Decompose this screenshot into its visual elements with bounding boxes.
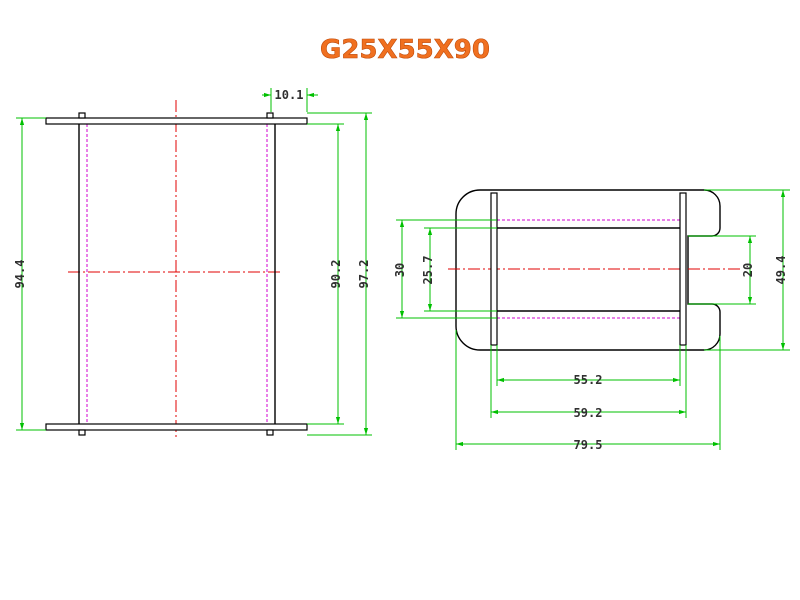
dim-label-79-5: 79.5 — [574, 438, 603, 452]
dim-side-flange-length: 59.2 — [490, 345, 687, 420]
dim-label-59-2: 59.2 — [574, 406, 603, 420]
front-bottom-left-pin — [78, 429, 86, 436]
dim-side-inner-length: 55.2 — [496, 345, 681, 387]
dim-label-10-1: 10.1 — [275, 88, 304, 102]
front-top-right-pin — [266, 112, 274, 119]
dim-label-25-7: 25.7 — [421, 256, 435, 285]
front-top-left-pin — [78, 112, 86, 119]
dim-side-total-length: 79.5 — [455, 330, 721, 452]
side-right-flange — [679, 192, 687, 346]
dim-label-30: 30 — [393, 263, 407, 277]
front-view: 10.1 94.4 90.2 97.2 — [13, 88, 372, 440]
dim-label-90-2: 90.2 — [329, 260, 343, 289]
front-bottom-flange — [45, 423, 308, 431]
dim-side-outer-width: 30 — [393, 219, 497, 319]
dim-label-49-4: 49.4 — [774, 256, 788, 285]
side-view: 30 25.7 20 49.4 55.2 — [393, 189, 790, 452]
dim-flange-thickness: 10.1 — [262, 88, 318, 112]
dim-front-total-height: 94.4 — [13, 117, 46, 431]
dim-label-97-2: 97.2 — [357, 260, 371, 289]
dim-label-55-2: 55.2 — [574, 373, 603, 387]
dim-side-inner-width: 25.7 — [421, 227, 497, 312]
side-left-flange — [490, 192, 498, 346]
dim-front-inner-height: 90.2 — [307, 123, 344, 425]
dim-label-94-4: 94.4 — [13, 260, 27, 289]
dim-side-total-height: 49.4 — [704, 189, 790, 351]
dim-side-slot-width: 20 — [688, 235, 756, 305]
dim-front-outer-height: 97.2 — [307, 112, 372, 436]
dim-label-20: 20 — [741, 263, 755, 277]
drawing-title: G25X55X90 — [320, 35, 490, 65]
front-bottom-right-pin — [266, 429, 274, 436]
front-top-flange — [45, 117, 308, 125]
